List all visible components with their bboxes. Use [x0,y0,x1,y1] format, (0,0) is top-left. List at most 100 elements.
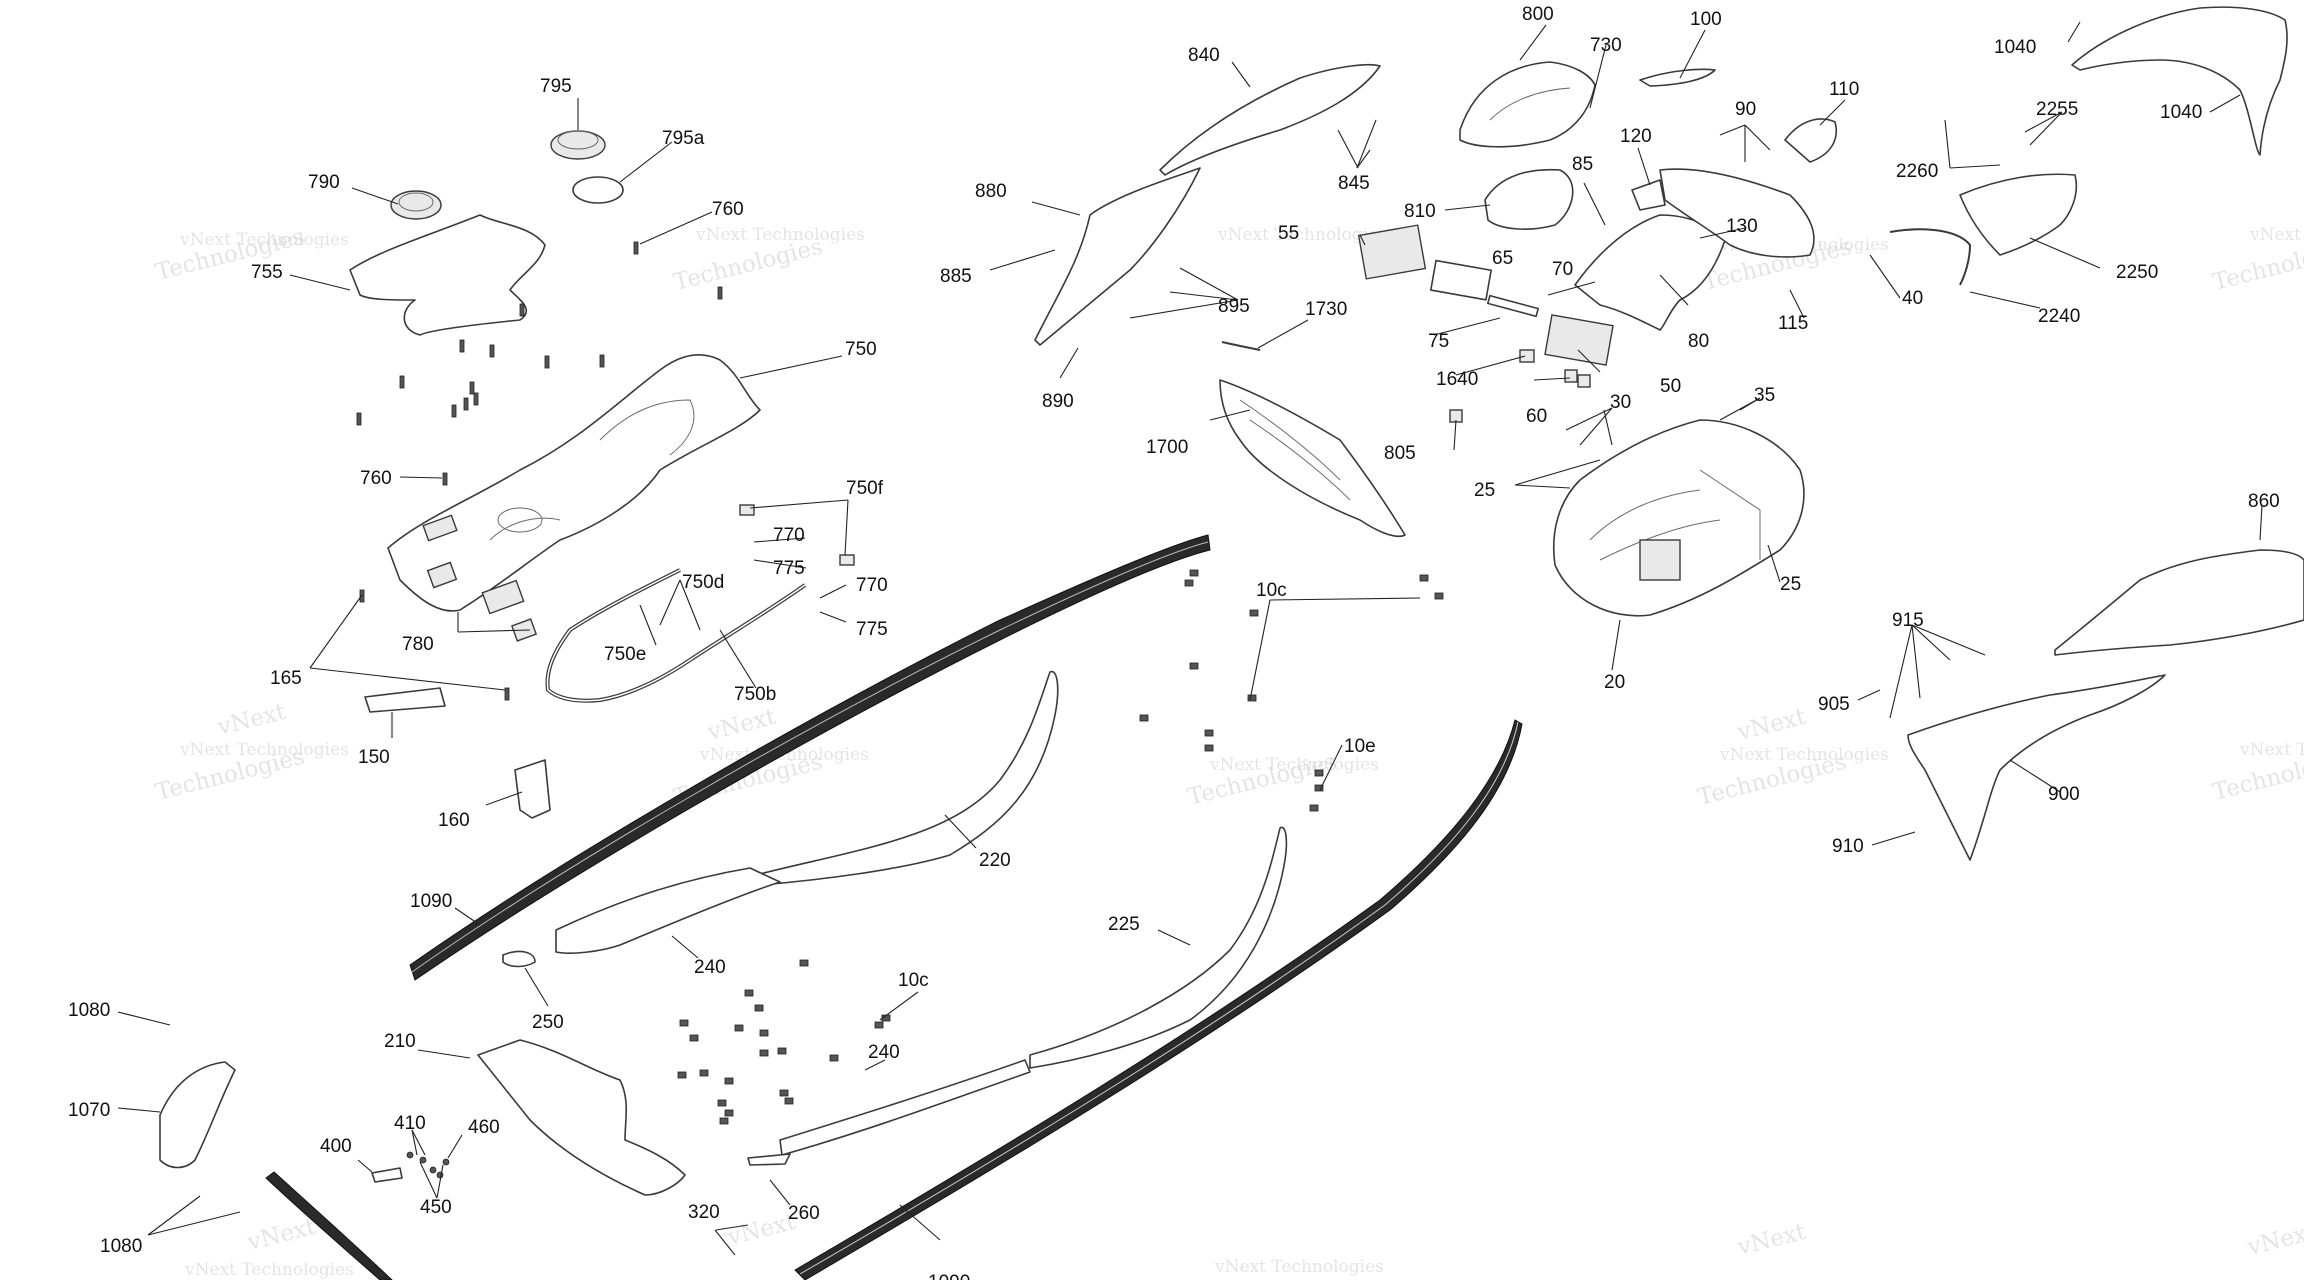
part-1730-cable [1221,341,1261,351]
callout-40: 40 [1902,288,1923,309]
part-55-display [1357,224,1427,280]
callout-910: 910 [1832,836,1864,857]
part-2250-light [1959,173,2078,256]
watermark-text: vNext Technologies [1217,225,1387,245]
part-160-plate [514,759,551,819]
callout-1080-lower: 1080 [100,1236,142,1257]
callout-895: 895 [1218,296,1250,317]
callout-750b: 750b [734,684,776,705]
watermark-text: vNext [2244,1219,2304,1261]
callout-890: 890 [1042,391,1074,412]
watermark-text: vNext Technologies [1719,745,1889,765]
callout-1040-upper: 1040 [1994,37,2036,58]
part-860-panel [2054,549,2304,656]
watermark-text: vNext Technologies [1209,755,1379,775]
callout-915: 915 [1892,610,1924,631]
part-65-lens [1430,259,1492,301]
watermark-text: vNext Technologies [1214,1257,1384,1277]
part-1700-panel-detail [1239,399,1351,501]
callout-20: 20 [1604,672,1625,693]
callout-75: 75 [1428,331,1449,352]
callout-240-lower: 240 [868,1042,900,1063]
part-220-decal [743,670,1059,886]
callout-220: 220 [979,850,1011,871]
part-120-lens [1631,179,1666,211]
callout-760-upper: 760 [712,199,744,220]
callout-55: 55 [1278,223,1299,244]
part-60-connector [1564,369,1578,383]
part-1700-panel [1219,379,1406,538]
part-240-decal-upper [555,867,781,954]
callout-2260: 2260 [1896,161,1938,182]
callout-260: 260 [788,1203,820,1224]
watermark-text: vNext Technologies [184,1260,354,1280]
part-790-cap [390,190,442,220]
callout-50: 50 [1660,376,1681,397]
watermark-text: vNext Technologies [2239,740,2304,760]
callout-210: 210 [384,1031,416,1052]
part-1090-trim-lower-highlight [799,721,1519,1275]
callout-10e: 10e [1344,736,1376,757]
callout-770-b: 770 [856,575,888,596]
callout-795: 795 [540,76,572,97]
callout-1070: 1070 [68,1100,110,1121]
callout-1700: 1700 [1146,437,1188,458]
part-1640-connector [1519,349,1535,363]
callout-130: 130 [1726,216,1758,237]
part-750-console [387,354,761,642]
part-750f-clip [739,504,755,516]
part-60-connector [1577,374,1591,388]
callout-805: 805 [1384,443,1416,464]
part-80-housing [1574,214,1726,331]
callout-115: 115 [1778,313,1808,334]
callout-880: 880 [975,181,1007,202]
part-810-frame [1484,168,1574,230]
part-795a-oring [572,176,624,204]
part-750b-seal-inner [546,569,806,702]
callout-840: 840 [1188,45,1220,66]
callout-2255: 2255 [2036,99,2078,120]
callout-320: 320 [688,1202,720,1223]
part-1090-trim-upper [409,534,1211,981]
watermark-text: vNext Technologies [179,740,349,760]
part-750f-clip [839,554,855,566]
callout-1640: 1640 [1436,369,1478,390]
callout-labels: 795 795a 790 755 760 750 760 750f 770 77… [68,4,2280,1280]
callout-1040-lower: 1040 [2160,102,2202,123]
part-250-piece [502,950,536,968]
watermark-text: vNext [1734,1219,1809,1261]
part-40-cable [1889,228,1972,286]
callout-240-upper: 240 [694,957,726,978]
callout-450: 450 [420,1197,452,1218]
callout-750f: 750f [846,478,884,499]
leader-lines [117,21,2263,1256]
part-1040-panel [2071,6,2288,156]
screw-group [356,241,723,701]
watermark-text: vNext Technologies [2249,225,2304,245]
callout-35: 35 [1754,385,1775,406]
callout-60: 60 [1526,406,1547,427]
callout-10c-upper: 10c [1256,580,1287,601]
callout-730: 730 [1590,35,1622,56]
callout-150: 150 [358,747,390,768]
callout-750: 750 [845,339,877,360]
callout-775-b: 775 [856,619,888,640]
part-150-bracket [364,687,446,713]
part-50-gauge [1544,314,1614,366]
part-1090-trim-lower [794,719,1523,1280]
callout-70: 70 [1552,259,1573,280]
watermark-text: vNext [704,704,779,746]
callout-400: 400 [320,1136,352,1157]
callout-165: 165 [270,668,302,689]
callout-160: 160 [438,810,470,831]
callout-250: 250 [532,1012,564,1033]
callout-30: 30 [1610,392,1631,413]
part-1070-cover [159,1061,236,1169]
callout-760-lower: 760 [360,468,392,489]
part-260-piece [747,1153,791,1166]
callout-780: 780 [402,634,434,655]
callout-885: 885 [940,266,972,287]
part-900-panel [1907,674,2166,861]
callout-900: 900 [2048,784,2080,805]
